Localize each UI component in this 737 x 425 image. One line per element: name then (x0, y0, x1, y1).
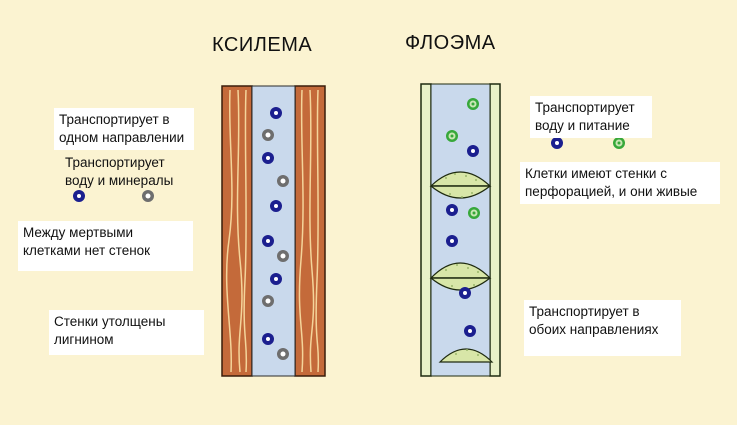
label-line: клетками нет стенок (23, 243, 151, 258)
xylem-title: КСИЛЕМА (212, 34, 313, 56)
label-line: Транспортирует в (59, 112, 170, 127)
xylem-legend (73, 190, 154, 202)
label-water-minerals: Транспортирует воду и минералы (60, 151, 190, 193)
phloem-vessel (420, 83, 501, 377)
label-line: Клетки имеют стенки с (525, 166, 667, 181)
sieve-plate (438, 348, 494, 363)
label-line: лигнином (54, 332, 114, 347)
phloem-right-wall (489, 83, 501, 377)
label-line: одном направлении (59, 130, 185, 145)
label-both-directions: Транспортирует в обоих направлениях (524, 300, 681, 356)
xylem-left-wall (221, 85, 253, 377)
label-no-walls: Между мертвыми клетками нет стенок (18, 221, 193, 271)
xylem-vessel (221, 85, 326, 377)
phloem-legend (551, 137, 625, 149)
label-water-food: Транспортирует воду и питание (530, 96, 652, 138)
xylem-particles (262, 107, 289, 360)
xylem-lumen (251, 85, 296, 377)
label-perforated: Клетки имеют стенки с перфорацией, и они… (520, 162, 720, 204)
label-lignin: Стенки утолщены лигнином (49, 310, 204, 355)
lignin-grain (225, 89, 320, 373)
phloem-title: ФЛОЭМА (405, 32, 496, 54)
label-line: перфорацией, и они живые (525, 184, 698, 199)
phloem-left-wall (420, 83, 432, 377)
label-line: Между мертвыми (23, 225, 134, 240)
label-line: воду и минералы (65, 173, 174, 188)
label-line: Транспортирует (535, 100, 635, 115)
phloem-particles (446, 98, 480, 337)
label-line: Транспортирует (65, 155, 165, 170)
phloem-lumen (430, 83, 491, 377)
sieve-plates (429, 171, 494, 363)
label-line: Транспортирует в (529, 304, 640, 319)
label-line: обоих направлениях (529, 322, 659, 337)
label-line: воду и питание (535, 118, 630, 133)
label-line: Стенки утолщены (54, 314, 166, 329)
label-one-direction: Транспортирует в одном направлении (54, 108, 194, 150)
